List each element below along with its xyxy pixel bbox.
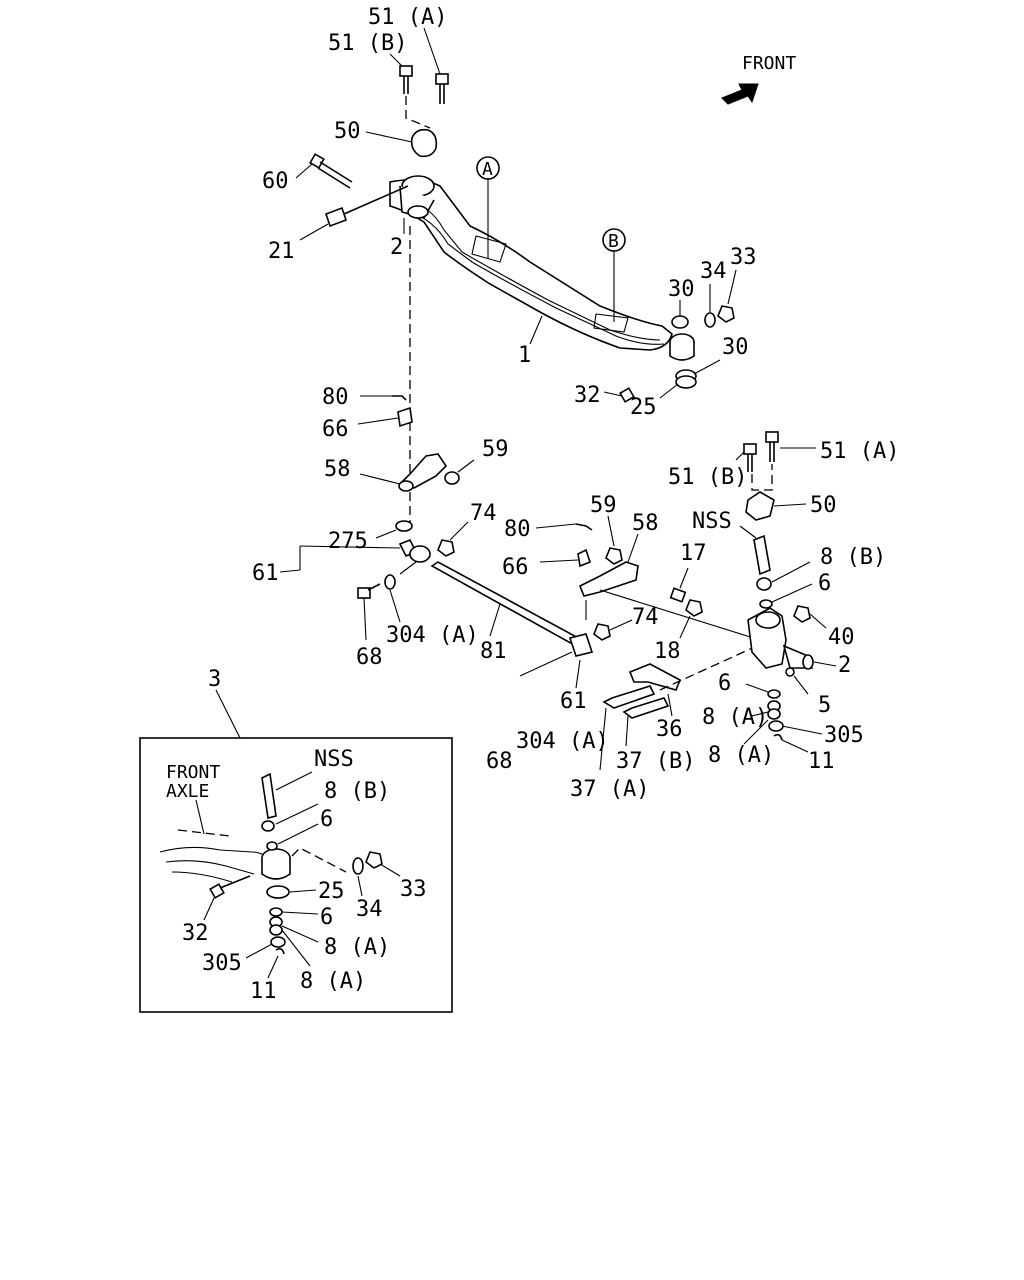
callout-c68-left: 68 [356, 645, 383, 670]
callout-c51a-right: 51 (A) [820, 439, 899, 464]
callout-i-11: 11 [250, 979, 277, 1004]
callout-c304a-right: 304 (A) [516, 729, 609, 754]
callout-c68-right: 68 [486, 749, 513, 774]
callout-c2-right: 2 [838, 653, 851, 678]
callout-c30-b: 30 [722, 335, 749, 360]
callout-c275: 275 [328, 529, 368, 554]
callout-c36: 36 [656, 717, 683, 742]
callout-c33-top: 33 [730, 245, 757, 270]
callout-c1: 1 [518, 343, 531, 368]
tie-rod-81 [430, 561, 633, 689]
callout-c40: 40 [828, 625, 855, 650]
callout-c51b-right: 51 (B) [668, 465, 747, 490]
callout-i-8a-2: 8 (A) [300, 969, 366, 994]
callout-c18: 18 [654, 639, 681, 664]
front-arrow-icon [721, 83, 759, 105]
callout-c8b-right: 8 (B) [820, 545, 886, 570]
steering-knuckle-right [735, 431, 837, 753]
inset-title-line1: FRONT [166, 762, 220, 783]
front-label: FRONT [742, 53, 796, 74]
callout-i-6b: 6 [320, 905, 333, 930]
callout-c37a: 37 (A) [570, 777, 649, 802]
callout-c11-right: 11 [808, 749, 835, 774]
inset-frame [139, 737, 453, 1013]
callout-c66-right: 66 [502, 555, 529, 580]
callout-c59-right: 59 [590, 493, 617, 518]
callout-c74-left: 74 [470, 501, 497, 526]
callout-c66-left: 66 [322, 417, 349, 442]
callout-c3: 3 [208, 667, 221, 692]
callout-i-34: 34 [356, 897, 383, 922]
callout-c51b-top: 51 (B) [328, 31, 407, 56]
callout-c81: 81 [480, 639, 507, 664]
callout-c50-right: 50 [810, 493, 837, 518]
right-end-parts [529, 269, 737, 403]
callout-c6-right-a: 6 [818, 571, 831, 596]
callout-c58-left: 58 [324, 457, 351, 482]
marker-a: A [476, 156, 500, 258]
inset-detail: FRONT AXLE [139, 737, 453, 1013]
callout-c50-top: 50 [334, 119, 361, 144]
callout-c6-right-b: 6 [718, 671, 731, 696]
marker-b: B [602, 228, 626, 322]
callout-c5: 5 [818, 693, 831, 718]
callout-c25-top: 25 [630, 395, 657, 420]
callout-i-305: 305 [202, 951, 242, 976]
callout-c60: 60 [262, 169, 289, 194]
callout-i-32: 32 [182, 921, 209, 946]
axle-beam [389, 175, 695, 361]
callout-c21: 21 [268, 239, 295, 264]
callout-c8a-right-a: 8 (A) [702, 705, 768, 730]
callout-i-nss: NSS [314, 747, 354, 772]
callout-c74-right: 74 [632, 605, 659, 630]
bolt-51a-top [423, 27, 449, 104]
callout-i-6a: 6 [320, 807, 333, 832]
front-direction-indicator: FRONT [721, 53, 796, 105]
callout-c51a-top: 51 (A) [368, 5, 447, 30]
marker-b-label: B [608, 231, 619, 252]
stopper-50-top [365, 96, 438, 158]
callout-i-8b: 8 (B) [324, 779, 390, 804]
callout-c80-right: 80 [504, 517, 531, 542]
marker-a-label: A [482, 159, 493, 180]
callout-c17: 17 [680, 541, 707, 566]
callout-c80-left: 80 [322, 385, 349, 410]
callout-c2-top: 2 [390, 235, 403, 260]
callout-c305-right: 305 [824, 723, 864, 748]
callout-c61-right: 61 [560, 689, 587, 714]
callout-i-25: 25 [318, 879, 345, 904]
inset-title-line2: AXLE [166, 781, 209, 802]
callout-c61-left: 61 [252, 561, 279, 586]
leader-3 [215, 689, 241, 739]
knuckle-lever-group [599, 639, 771, 771]
bolt-60 [295, 153, 353, 189]
right-steering-arm-group [535, 515, 761, 641]
callout-c34-top: 34 [700, 259, 727, 284]
left-steering-arm-group [279, 395, 475, 641]
callout-i-8a-1: 8 (A) [324, 935, 390, 960]
callout-c59-left: 59 [482, 437, 509, 462]
callout-c304a-left: 304 (A) [386, 623, 479, 648]
fitting-21 [299, 185, 409, 241]
callout-c30-a: 30 [668, 277, 695, 302]
callout-c32-top: 32 [574, 383, 601, 408]
callout-c58-right: 58 [632, 511, 659, 536]
callout-cnss-right: NSS [692, 509, 732, 534]
callout-c8a-right-b: 8 (A) [708, 743, 774, 768]
callout-c37b: 37 (B) [616, 749, 695, 774]
bolt-51b-top [389, 53, 413, 94]
callout-i-33: 33 [400, 877, 427, 902]
